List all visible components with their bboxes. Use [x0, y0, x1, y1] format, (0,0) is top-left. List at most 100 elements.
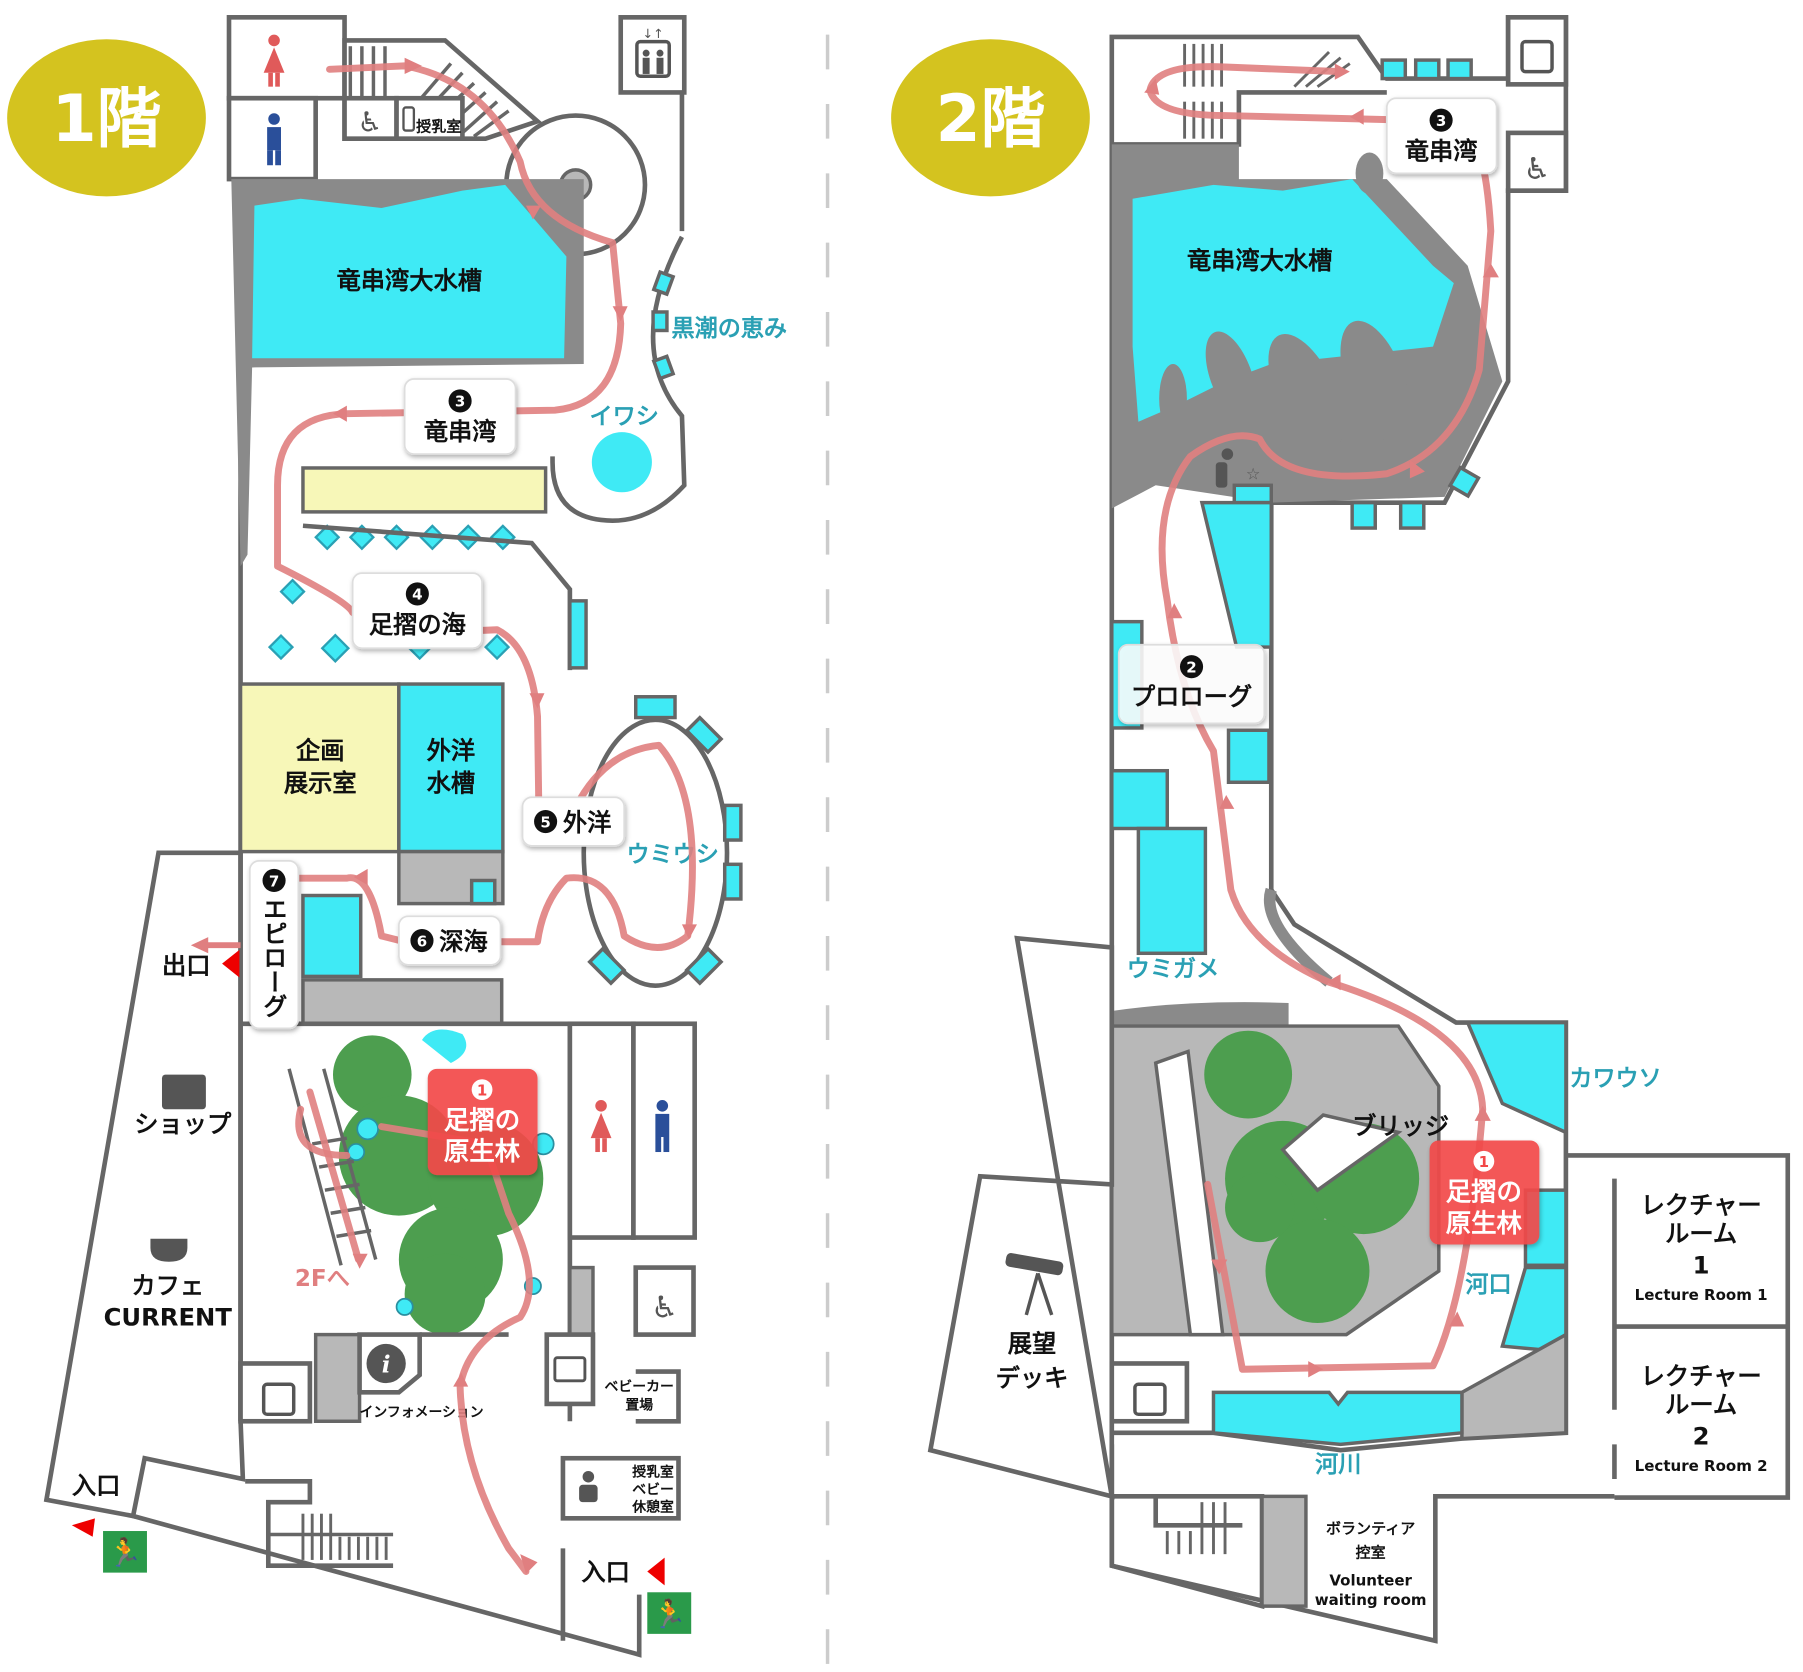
information-label: インフォメーション: [360, 1405, 484, 1421]
lecture-room-2-en: Lecture Room 2: [1635, 1457, 1768, 1475]
otter-tank: [1465, 1020, 1568, 1136]
stroller-parking-label-2: 置場: [625, 1397, 653, 1414]
locker-key-icon: [553, 1356, 587, 1383]
elevator-icon: [1133, 1382, 1167, 1417]
elevator-bottom-1f: [238, 1361, 313, 1424]
womens-restroom: [226, 15, 347, 101]
shop-label: ショップ: [134, 1109, 232, 1138]
stop-label-container: エピローグ: [260, 896, 288, 1018]
diver-icon: [1215, 448, 1234, 488]
emergency-exit-icon: [103, 1531, 147, 1573]
stop-label: 足摺の海: [369, 610, 466, 639]
stop-label-2: 原生林: [1446, 1208, 1523, 1238]
floor-2-map: 2階 ♿ 竜串湾大水槽 ウミガメ ブリッジ: [891, 15, 1791, 1644]
floor-2-badge: [891, 39, 1090, 197]
svg-text:6: 6: [417, 932, 427, 950]
baby-icon: [579, 1470, 598, 1503]
iwashi-label: イワシ: [590, 404, 659, 430]
accessible-restroom-lower: [633, 1265, 696, 1337]
emergency-exit-icon: [647, 1592, 692, 1634]
svg-text:2: 2: [1186, 658, 1196, 676]
lecture-room-1-label: レクチャー: [1641, 1190, 1762, 1219]
svg-text:4: 4: [412, 586, 422, 604]
stop-7-epilogue[interactable]: 7 エピローグ: [248, 859, 300, 1030]
stop-1-ashizuri-forest-2f[interactable]: 1 足摺の 原生林: [1429, 1140, 1540, 1245]
stop-label-2: 原生林: [444, 1136, 521, 1166]
kuroshio-label: 黒潮の恵み: [672, 316, 787, 342]
deep-sea-tank: [301, 893, 363, 979]
svg-text:🏃: 🏃: [652, 1597, 687, 1630]
stop-label: エピローグ: [260, 896, 288, 1018]
yellow-bench: [301, 466, 548, 514]
lecture-room-1-en: Lecture Room 1: [1635, 1286, 1768, 1304]
floor-1-badge: [7, 39, 206, 197]
accessible-restroom-2f: [1505, 130, 1569, 193]
stop-6-deep-sea[interactable]: 6 深海: [397, 915, 502, 966]
lecture-room-2-label-2: ルーム: [1665, 1390, 1737, 1419]
lecture-room-1[interactable]: レクチャー ルーム 1 Lecture Room 1: [1635, 1190, 1768, 1304]
elevator-2f: [1505, 15, 1569, 87]
stop-label: プロローグ: [1131, 682, 1252, 711]
special-exhibit-label: 企画: [296, 736, 345, 765]
baby-room-label-3: 休憩室: [631, 1498, 674, 1515]
exit-label: 出口: [162, 951, 211, 980]
wheelchair-icon: ♿: [651, 1290, 678, 1325]
ocean-tank: [397, 682, 505, 854]
route-path-1f: [295, 1105, 533, 1575]
stop-3-takushi-bay[interactable]: 3 竜串湾: [403, 378, 517, 455]
stop-3-takushi-bay-2f[interactable]: 3 竜串湾: [1385, 97, 1498, 175]
special-exhibit-label-2: 展示室: [284, 769, 357, 798]
star-icon: ☆: [1246, 465, 1260, 484]
shop-bag-icon: [161, 1074, 206, 1110]
stroller-parking-label: ベビーカー: [605, 1379, 674, 1395]
stop-label: 竜串湾: [424, 417, 497, 446]
volunteer-label: ボランティア: [1326, 1519, 1415, 1537]
svg-text:1: 1: [1479, 1153, 1489, 1171]
baby-room-label-1: 授乳室: [632, 1464, 674, 1481]
wheelchair-icon: ♿: [1524, 152, 1551, 187]
stop-2-prologue[interactable]: 2 プロローグ: [1117, 643, 1266, 725]
info-icon: [366, 1343, 406, 1384]
bridge-label: ブリッジ: [1352, 1112, 1449, 1141]
stop-label: 外洋: [563, 808, 612, 837]
svg-text:5: 5: [540, 813, 550, 831]
lecture-room-2[interactable]: レクチャー ルーム 2 Lecture Room 2: [1635, 1361, 1768, 1475]
floor-1-map: 1階 ♿ 授乳室 ↓↑ 黒潮の恵み イワシ 竜串湾大水槽: [7, 15, 787, 1658]
staircase-bottom: [245, 1479, 394, 1569]
lecture-room-1-number: 1: [1693, 1250, 1710, 1279]
sea-turtle-tank: [1136, 826, 1208, 956]
lecture-room-2-label: レクチャー: [1641, 1361, 1762, 1390]
elevator-icon: [635, 39, 671, 78]
route-path-1f-return: [274, 62, 696, 1263]
svg-text:3: 3: [1436, 112, 1446, 130]
stop-5-open-ocean[interactable]: 5 外洋: [521, 796, 626, 847]
otter-label: カワウソ: [1569, 1066, 1661, 1092]
stop-1-ashizuri-forest-1f[interactable]: 1 足摺の 原生林: [427, 1068, 538, 1176]
deck-label: 展望: [1008, 1329, 1057, 1358]
estuary-label: 河口: [1465, 1272, 1511, 1298]
river-label: 河川: [1315, 1452, 1361, 1478]
stop-4-ashizuri-sea[interactable]: 4 足摺の海: [351, 572, 483, 650]
ocean-tank-label: 外洋: [427, 736, 476, 765]
telescope-icon: [1005, 1252, 1064, 1316]
svg-text:↓↑: ↓↑: [642, 26, 663, 41]
elevator-top: [618, 15, 687, 95]
exit-marker: [222, 949, 240, 978]
stop-label: 足摺の: [444, 1105, 520, 1135]
ocean-tank-label-2: 水槽: [427, 769, 476, 798]
volunteer-room: ボランティア 控室 Volunteer waiting room: [1315, 1519, 1427, 1609]
female-icon: [590, 1100, 612, 1153]
entrance-right-label: 入口: [581, 1558, 630, 1587]
bridge: [1280, 1113, 1403, 1193]
main-tank-label-2f: 竜串湾大水槽: [1187, 246, 1333, 275]
wheelchair-icon: ♿: [358, 106, 383, 139]
svg-text:7: 7: [269, 872, 279, 890]
baby-bottle-icon: [402, 106, 416, 132]
stop-label: 深海: [439, 927, 488, 956]
to-2f-label: 2Fへ: [295, 1266, 350, 1292]
svg-text:1: 1: [477, 1081, 487, 1099]
svg-text:3: 3: [455, 393, 465, 411]
baby-room-label-2: ベビー: [632, 1482, 674, 1498]
river-tank: [1211, 1390, 1464, 1447]
male-icon: [655, 1100, 670, 1153]
